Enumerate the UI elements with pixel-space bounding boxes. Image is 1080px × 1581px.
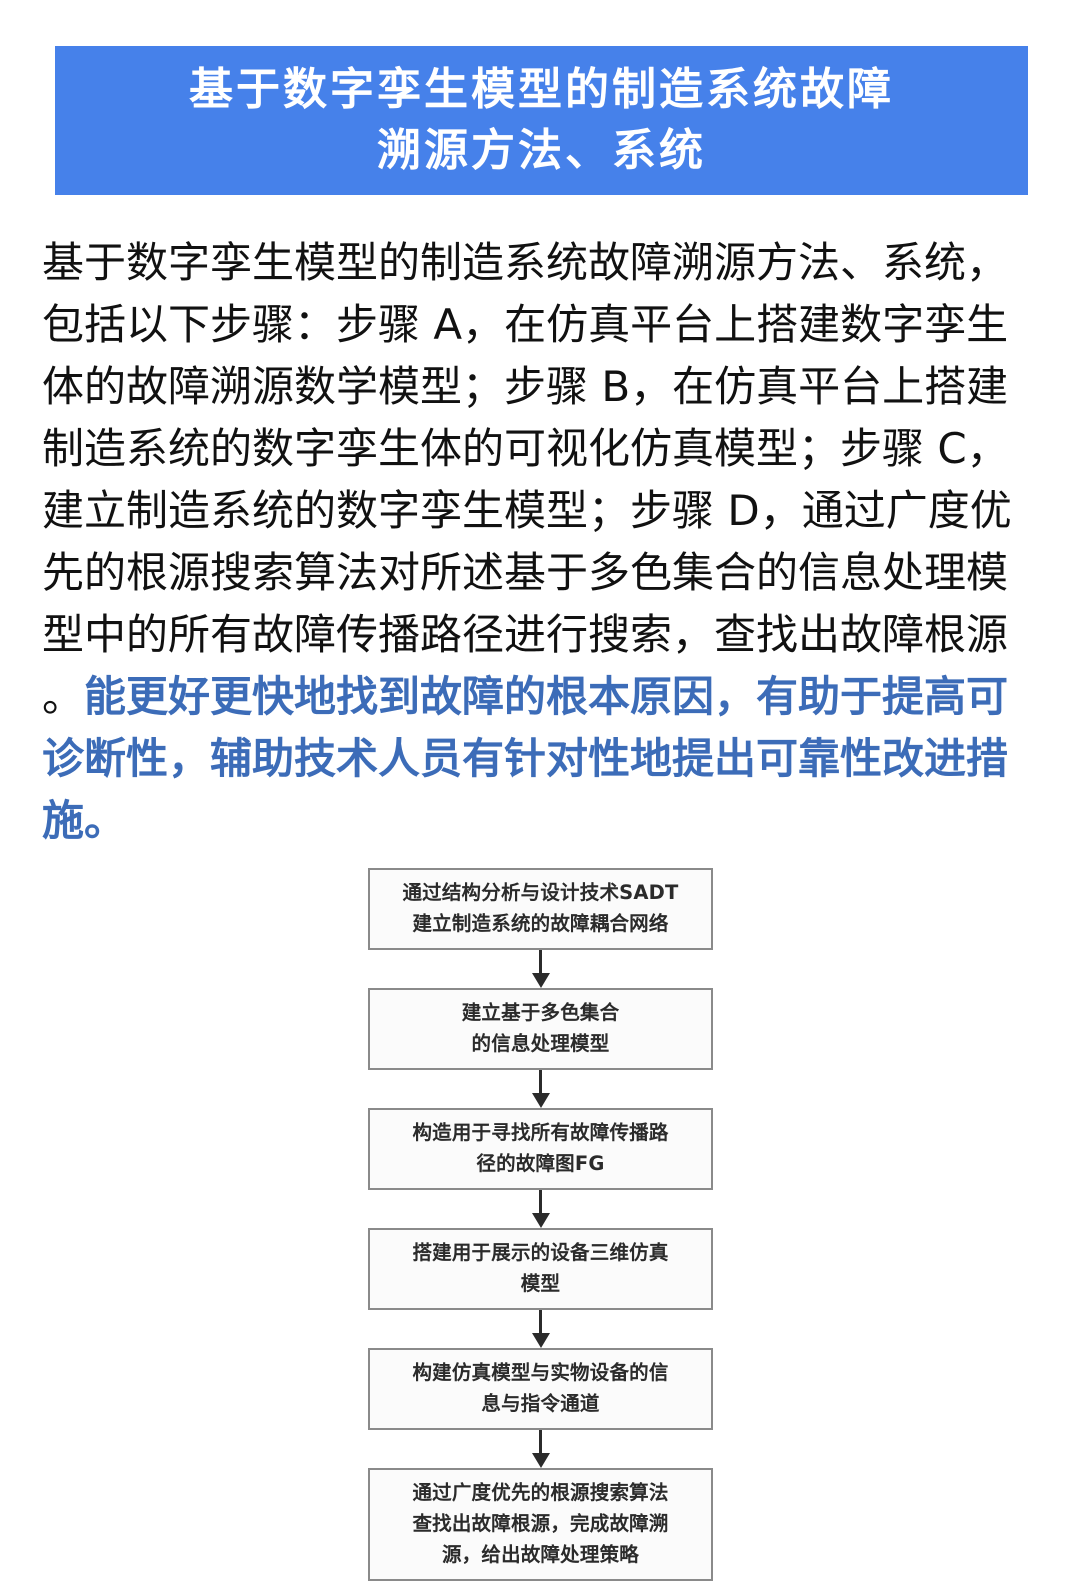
flow-node-3: 构造用于寻找所有故障传播路 径的故障图FG: [368, 1108, 713, 1190]
flow-node-1-line-2: 建立制造系统的故障耦合网络: [412, 912, 669, 935]
abstract-line-highlight: 诊断性，辅助技术人员有针对性地提出可靠性改进措: [42, 734, 1009, 783]
abstract-paragraph: 基于数字孪生模型的制造系统故障溯源方法、系统， 包括以下步骤：步骤 A，在仿真平…: [42, 232, 1042, 852]
flow-node-4-line-1: 搭建用于展示的设备三维仿真: [412, 1241, 669, 1264]
abstract-highlight-text: 能更好更快地找到故障的根本原因，有助于提高可: [84, 672, 1009, 721]
title-line-1: 基于数字孪生模型的制造系统故障: [189, 63, 894, 115]
flow-node-4-line-2: 模型: [520, 1272, 561, 1295]
flow-node-3-line-2: 径的故障图FG: [476, 1152, 605, 1175]
flow-node-5-line-2: 息与指令通道: [481, 1392, 600, 1415]
abstract-line: 型中的所有故障传播路径进行搜索，查找出故障根源: [42, 610, 1009, 659]
title-banner: 基于数字孪生模型的制造系统故障 溯源方法、系统: [55, 46, 1028, 195]
arrow-shaft: [539, 1430, 542, 1456]
flow-arrow-down-icon: [368, 950, 713, 988]
flow-node-5: 构建仿真模型与实物设备的信 息与指令通道: [368, 1348, 713, 1430]
arrow-shaft: [539, 1190, 542, 1216]
abstract-line: 体的故障溯源数学模型；步骤 B，在仿真平台上搭建: [42, 362, 1009, 411]
abstract-line-highlight: 施。: [42, 796, 127, 845]
arrow-head: [531, 1453, 550, 1468]
flow-node-6-line-1: 通过广度优先的根源搜索算法: [412, 1481, 669, 1504]
arrow-head: [531, 973, 550, 988]
abstract-lead-punctuation: 。: [42, 672, 85, 721]
flow-arrow-down-icon: [368, 1310, 713, 1348]
arrow-head: [531, 1333, 550, 1348]
arrow-shaft: [539, 1070, 542, 1096]
flow-node-1: 通过结构分析与设计技术SADT 建立制造系统的故障耦合网络: [368, 868, 713, 950]
arrow-shaft: [539, 950, 542, 976]
flow-arrow-down-icon: [368, 1070, 713, 1108]
flow-node-4: 搭建用于展示的设备三维仿真 模型: [368, 1228, 713, 1310]
flow-node-2-line-1: 建立基于多色集合: [461, 1001, 620, 1024]
abstract-line: 包括以下步骤：步骤 A，在仿真平台上搭建数字孪生: [42, 300, 1009, 349]
abstract-line-mixed: 。能更好更快地找到故障的根本原因，有助于提高可: [42, 666, 1042, 728]
flow-node-6-line-3: 源，给出故障处理策略: [441, 1543, 639, 1566]
flow-arrow-down-icon: [368, 1430, 713, 1468]
process-flowchart: 通过结构分析与设计技术SADT 建立制造系统的故障耦合网络 建立基于多色集合 的…: [368, 868, 713, 1581]
abstract-line: 先的根源搜索算法对所述基于多色集合的信息处理模: [42, 548, 1009, 597]
title-line-2: 溯源方法、系统: [377, 124, 706, 176]
abstract-line: 制造系统的数字孪生体的可视化仿真模型；步骤 C，: [42, 424, 1009, 473]
arrow-head: [531, 1093, 550, 1108]
flow-node-6: 通过广度优先的根源搜索算法 查找出故障根源，完成故障溯 源，给出故障处理策略: [368, 1468, 713, 1581]
arrow-head: [531, 1213, 550, 1228]
flow-node-2: 建立基于多色集合 的信息处理模型: [368, 988, 713, 1070]
arrow-shaft: [539, 1310, 542, 1336]
flow-arrow-down-icon: [368, 1190, 713, 1228]
flow-node-2-line-2: 的信息处理模型: [471, 1032, 610, 1055]
flow-node-6-line-2: 查找出故障根源，完成故障溯: [412, 1512, 669, 1535]
flow-node-5-line-1: 构建仿真模型与实物设备的信: [412, 1361, 669, 1384]
abstract-line: 建立制造系统的数字孪生模型；步骤 D，通过广度优: [42, 486, 1012, 535]
flow-node-1-line-1: 通过结构分析与设计技术SADT: [402, 881, 679, 904]
flow-node-3-line-1: 构造用于寻找所有故障传播路: [412, 1121, 669, 1144]
abstract-line: 基于数字孪生模型的制造系统故障溯源方法、系统，: [42, 238, 1009, 287]
